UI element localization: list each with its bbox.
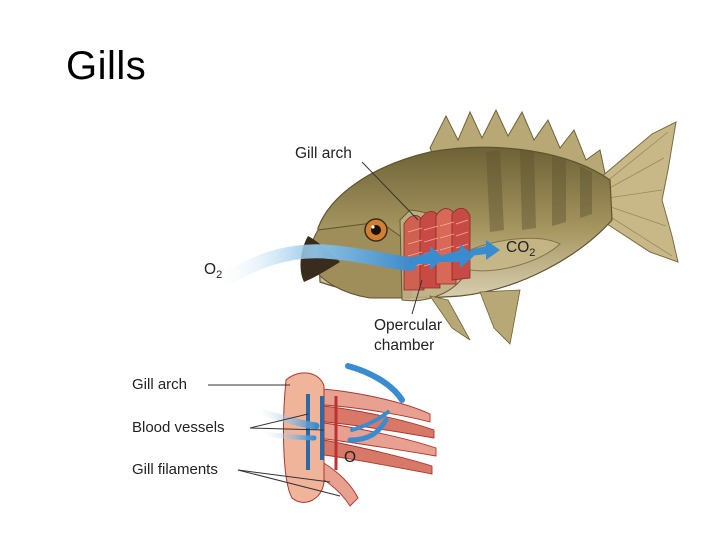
label-gill-arch-bottom: Gill arch (132, 376, 187, 393)
label-o2: O2 (204, 261, 222, 281)
leader-gill-filaments-1 (237, 469, 331, 483)
label-gill-arch-top: Gill arch (295, 145, 352, 162)
water-outflow-arrows (410, 240, 500, 270)
pelvic-fin (429, 295, 471, 341)
fish-illustration (300, 108, 679, 345)
detail-labels: Gill arch Blood vessels Gill filaments (132, 376, 341, 497)
leader-blood-vessels-1 (249, 413, 309, 429)
label-detail-o: O (344, 449, 356, 466)
anal-fin (479, 289, 521, 345)
gill-detail-illustration: O (252, 363, 437, 507)
label-co2: CO2 (506, 239, 535, 259)
leader-gill-filaments-2 (237, 469, 341, 497)
tail-fin (599, 121, 679, 263)
fish-labels: Gill arch O2 CO2 Opercular chamber (204, 145, 535, 354)
label-opercular-chamber: Opercular chamber (374, 317, 446, 354)
label-gill-filaments: Gill filaments (132, 461, 218, 478)
leader-gill-arch-top (361, 161, 419, 221)
leader-blood-vessels-2 (249, 427, 325, 431)
slide-title: Gills (66, 44, 147, 88)
water-inflow-arrow (213, 244, 417, 291)
label-blood-vessels: Blood vessels (132, 419, 225, 436)
leader-opercular (411, 279, 423, 315)
